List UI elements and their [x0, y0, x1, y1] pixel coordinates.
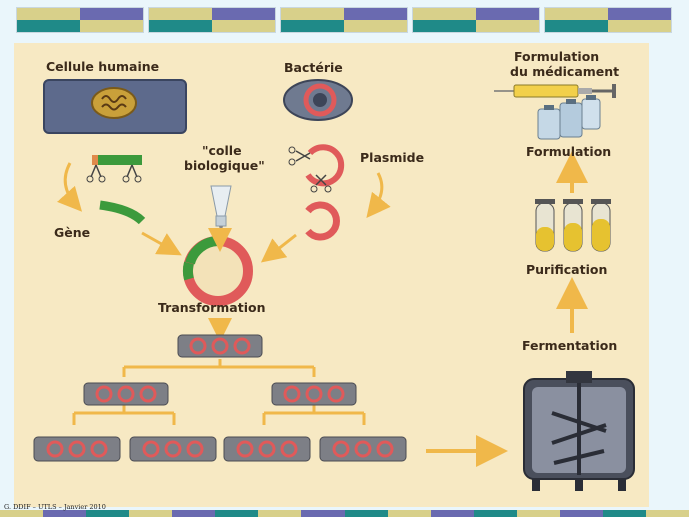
bacteria-colony-5 — [129, 436, 217, 462]
recombinant-plasmid-icon — [182, 236, 253, 307]
label-formulation-title-1: Formulation — [514, 49, 600, 64]
human-cell-icon — [43, 79, 187, 134]
bacterium-icon — [283, 79, 353, 121]
medicine-bottles-icon — [537, 95, 601, 140]
header-banner-5 — [544, 7, 672, 33]
gene-cut-icon — [86, 155, 142, 183]
label-transformation: Transformation — [158, 300, 266, 315]
arrow-plasmid-to-transformation — [260, 233, 297, 263]
label-glue-2: biologique" — [184, 158, 265, 173]
cell-multiplication-tree — [72, 359, 366, 425]
label-plasmid: Plasmide — [360, 150, 425, 165]
fermenter-icon — [523, 371, 635, 491]
plasmid-cut-icon — [288, 144, 345, 193]
label-fermentation: Fermentation — [522, 338, 618, 353]
header-banner-4 — [412, 7, 540, 33]
bacteria-colony-7 — [319, 436, 407, 462]
label-gene: Gène — [54, 225, 91, 240]
biotech-process-diagram: Cellule humaine Bactérie Formulation du … — [14, 43, 649, 507]
open-plasmid-icon — [305, 201, 340, 241]
bacteria-colony-2 — [83, 382, 169, 406]
label-glue-1: "colle — [202, 143, 242, 158]
label-bacterium: Bactérie — [284, 60, 343, 75]
bacteria-colony-3 — [271, 382, 357, 406]
header-banner-2 — [148, 7, 276, 33]
label-formulation-title-2: du médicament — [510, 64, 620, 79]
bacteria-colony-6 — [223, 436, 311, 462]
diagram-artwork — [33, 79, 635, 491]
bacteria-colony-1 — [177, 334, 263, 358]
header-banner-3 — [280, 7, 408, 33]
arrow-plasmid-cut — [366, 172, 391, 219]
footer-credit: G. DDIF – UTLS – Janvier 2010 — [4, 503, 106, 511]
purification-tubes-icon — [535, 199, 611, 252]
header-banner-1 — [16, 7, 144, 33]
glue-dropper-icon — [210, 185, 232, 234]
syringe-icon — [494, 84, 616, 98]
label-purification: Purification — [526, 262, 608, 277]
footer-banner-strip — [0, 510, 689, 517]
label-human-cell: Cellule humaine — [46, 59, 160, 74]
bacteria-colony-4 — [33, 436, 121, 462]
arrow-cell-to-gene — [57, 162, 83, 212]
label-formulation: Formulation — [526, 144, 612, 159]
gene-fragment-icon — [99, 200, 146, 225]
arrow-gene-to-transformation — [141, 231, 182, 256]
